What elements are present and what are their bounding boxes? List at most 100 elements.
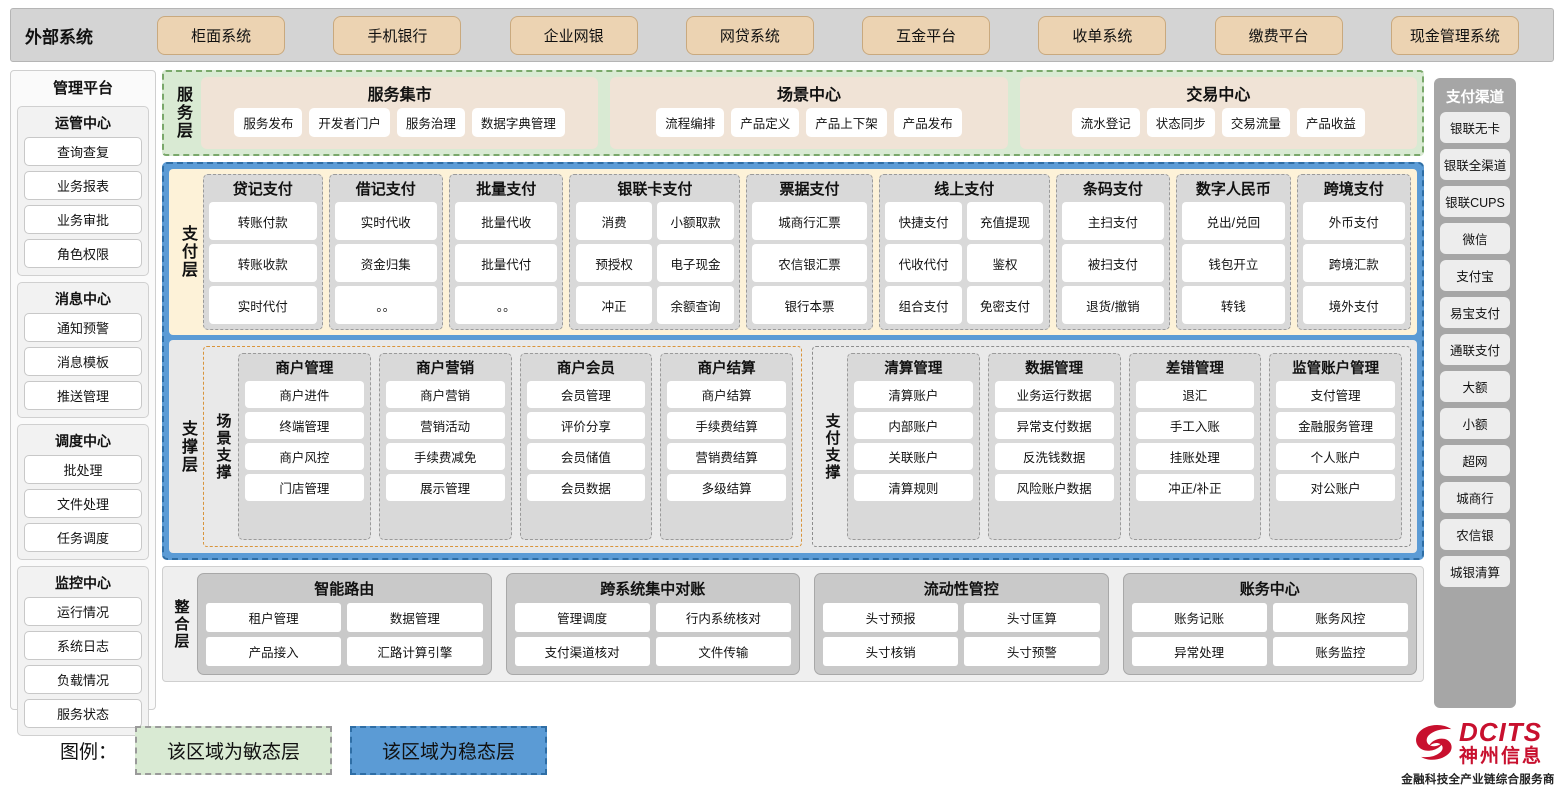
- external-system-chip[interactable]: 互金平台: [862, 15, 991, 55]
- support-item[interactable]: 风险账户数据: [994, 474, 1114, 501]
- support-item[interactable]: 内部账户: [854, 412, 973, 439]
- service-chip[interactable]: 流程编排: [656, 108, 725, 137]
- external-system-chip[interactable]: 手机银行: [333, 15, 462, 55]
- integration-item[interactable]: 头寸预警: [964, 637, 1100, 666]
- support-item[interactable]: 评价分享: [526, 412, 646, 439]
- integration-item[interactable]: 数据管理: [347, 603, 483, 632]
- payment-channel-item[interactable]: 超网: [1440, 445, 1510, 476]
- payment-item[interactable]: 电子现金: [657, 244, 734, 282]
- support-item[interactable]: 反洗钱数据: [994, 443, 1114, 470]
- service-chip[interactable]: 服务治理: [396, 108, 465, 137]
- support-item[interactable]: 手续费减免: [385, 443, 505, 470]
- support-item[interactable]: 金融服务管理: [1276, 412, 1395, 439]
- payment-item[interactable]: 小额取款: [657, 202, 734, 240]
- integration-item[interactable]: 账务监控: [1272, 637, 1408, 666]
- integration-item[interactable]: 产品接入: [206, 637, 342, 666]
- payment-item[interactable]: 批量代付: [455, 244, 558, 282]
- external-system-chip[interactable]: 网贷系统: [685, 15, 814, 55]
- payment-channel-item[interactable]: 通联支付: [1440, 334, 1510, 365]
- payment-item[interactable]: 主扫支付: [1061, 202, 1165, 240]
- support-item[interactable]: 业务运行数据: [994, 381, 1114, 408]
- service-chip[interactable]: 产品收益: [1296, 108, 1365, 137]
- support-item[interactable]: 对公账户: [1276, 474, 1395, 501]
- support-item[interactable]: 营销费结算: [667, 443, 786, 470]
- support-item[interactable]: 清算账户: [854, 381, 973, 408]
- support-item[interactable]: 挂账处理: [1135, 443, 1255, 470]
- support-item[interactable]: 多级结算: [667, 474, 786, 501]
- support-item[interactable]: 营销活动: [385, 412, 505, 439]
- support-item[interactable]: 支付管理: [1276, 381, 1395, 408]
- management-menu-item[interactable]: 消息模板: [24, 347, 142, 376]
- support-item[interactable]: 冲正/补正: [1135, 474, 1255, 501]
- external-system-chip[interactable]: 柜面系统: [157, 15, 286, 55]
- payment-item[interactable]: 实时代付: [209, 286, 317, 324]
- support-item[interactable]: 商户营销: [385, 381, 505, 408]
- payment-channel-item[interactable]: 银联无卡: [1440, 112, 1510, 143]
- integration-item[interactable]: 文件传输: [655, 637, 791, 666]
- service-chip[interactable]: 服务发布: [234, 108, 303, 137]
- payment-item[interactable]: 兑出/兑回: [1182, 202, 1285, 240]
- payment-item[interactable]: 跨境汇款: [1302, 244, 1405, 282]
- payment-channel-item[interactable]: 银联CUPS: [1440, 186, 1510, 217]
- payment-item[interactable]: 免密支付: [966, 286, 1044, 324]
- support-item[interactable]: 商户风控: [245, 443, 364, 470]
- support-item[interactable]: 终端管理: [245, 412, 364, 439]
- management-menu-item[interactable]: 系统日志: [24, 631, 142, 660]
- payment-item[interactable]: 余额查询: [657, 286, 734, 324]
- service-chip[interactable]: 流水登记: [1071, 108, 1140, 137]
- support-item[interactable]: 商户结算: [667, 381, 786, 408]
- management-menu-item[interactable]: 负载情况: [24, 665, 142, 694]
- integration-item[interactable]: 账务风控: [1272, 603, 1408, 632]
- support-item[interactable]: 会员管理: [526, 381, 646, 408]
- payment-item[interactable]: 城商行汇票: [752, 202, 867, 240]
- payment-item[interactable]: 预授权: [575, 244, 653, 282]
- integration-item[interactable]: 行内系统核对: [655, 603, 791, 632]
- payment-item[interactable]: 农信银汇票: [752, 244, 867, 282]
- management-menu-item[interactable]: 通知预警: [24, 313, 142, 342]
- integration-item[interactable]: 管理调度: [514, 603, 650, 632]
- payment-channel-item[interactable]: 农信银: [1440, 519, 1510, 550]
- payment-item[interactable]: 被扫支付: [1061, 244, 1165, 282]
- payment-item[interactable]: 外币支付: [1302, 202, 1405, 240]
- support-item[interactable]: 会员储值: [526, 443, 646, 470]
- payment-channel-item[interactable]: 支付宝: [1440, 260, 1510, 291]
- support-item[interactable]: 展示管理: [385, 474, 505, 501]
- payment-item[interactable]: 实时代收: [334, 202, 437, 240]
- support-item[interactable]: 清算规则: [854, 474, 973, 501]
- integration-item[interactable]: 头寸匡算: [964, 603, 1100, 632]
- payment-item[interactable]: 快捷支付: [885, 202, 962, 240]
- integration-item[interactable]: 账务记账: [1131, 603, 1267, 632]
- management-menu-item[interactable]: 服务状态: [24, 699, 142, 728]
- integration-item[interactable]: 头寸预报: [823, 603, 959, 632]
- management-menu-item[interactable]: 业务报表: [24, 171, 142, 200]
- external-system-chip[interactable]: 企业网银: [509, 15, 638, 55]
- management-menu-item[interactable]: 查询查复: [24, 137, 142, 166]
- payment-item[interactable]: 银行本票: [752, 286, 867, 324]
- payment-item[interactable]: 组合支付: [885, 286, 962, 324]
- payment-item[interactable]: 钱包开立: [1182, 244, 1285, 282]
- support-item[interactable]: 会员数据: [526, 474, 646, 501]
- support-item[interactable]: 商户进件: [245, 381, 364, 408]
- payment-item[interactable]: 批量代收: [455, 202, 558, 240]
- service-chip[interactable]: 交易流量: [1221, 108, 1290, 137]
- payment-channel-item[interactable]: 大额: [1440, 371, 1510, 402]
- management-menu-item[interactable]: 批处理: [24, 455, 142, 484]
- management-menu-item[interactable]: 文件处理: [24, 489, 142, 518]
- payment-channel-item[interactable]: 微信: [1440, 223, 1510, 254]
- integration-item[interactable]: 租户管理: [206, 603, 342, 632]
- payment-item[interactable]: 资金归集: [334, 244, 437, 282]
- support-item[interactable]: 手工入账: [1135, 412, 1255, 439]
- service-chip[interactable]: 产品上下架: [806, 108, 887, 137]
- management-menu-item[interactable]: 运行情况: [24, 597, 142, 626]
- integration-item[interactable]: 异常处理: [1131, 637, 1267, 666]
- integration-item[interactable]: 支付渠道核对: [514, 637, 650, 666]
- payment-item[interactable]: 转账收款: [209, 244, 317, 282]
- payment-item[interactable]: 充值提现: [966, 202, 1044, 240]
- payment-channel-item[interactable]: 易宝支付: [1440, 297, 1510, 328]
- payment-item[interactable]: 冲正: [575, 286, 653, 324]
- management-menu-item[interactable]: 角色权限: [24, 239, 142, 268]
- service-chip[interactable]: 产品定义: [731, 108, 800, 137]
- management-menu-item[interactable]: 任务调度: [24, 523, 142, 552]
- payment-item[interactable]: 退货/撤销: [1061, 286, 1165, 324]
- payment-item[interactable]: 转账付款: [209, 202, 317, 240]
